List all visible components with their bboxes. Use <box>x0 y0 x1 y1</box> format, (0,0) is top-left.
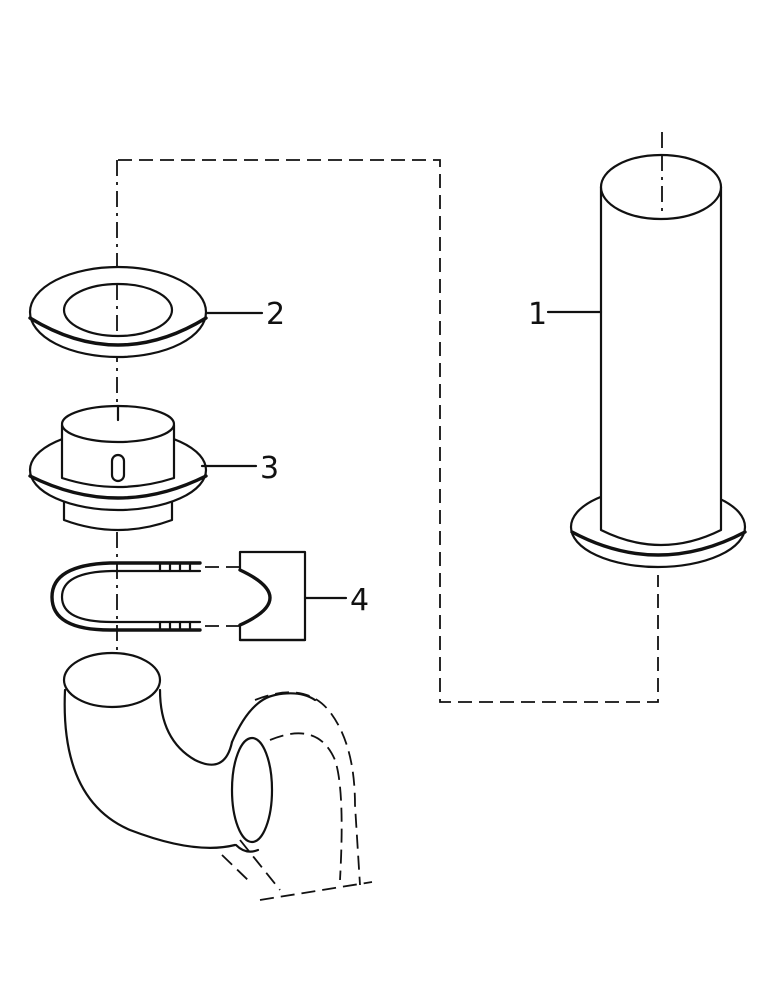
assembly-dashed-path <box>118 159 659 703</box>
tube-flange-front-edge <box>570 530 747 557</box>
collar-slot <box>110 453 126 483</box>
part-3-collar <box>28 404 208 532</box>
pipe-elbow-fitting <box>62 651 373 901</box>
tube-body <box>599 185 723 547</box>
u-bolt <box>50 561 202 632</box>
part-1-tube <box>569 153 747 569</box>
callout-3: 3 <box>260 451 279 486</box>
tube-top-opening <box>599 153 723 221</box>
saddle-block <box>238 550 307 642</box>
washer-hole <box>62 282 174 338</box>
callout-4: 4 <box>350 583 369 618</box>
part-2-washer <box>28 265 208 359</box>
elbow-opening <box>62 651 162 709</box>
elbow-body <box>63 688 237 849</box>
callout-1: 1 <box>528 297 547 332</box>
callout-2: 2 <box>266 297 285 332</box>
part-4-ubolt-clamp <box>50 550 307 642</box>
